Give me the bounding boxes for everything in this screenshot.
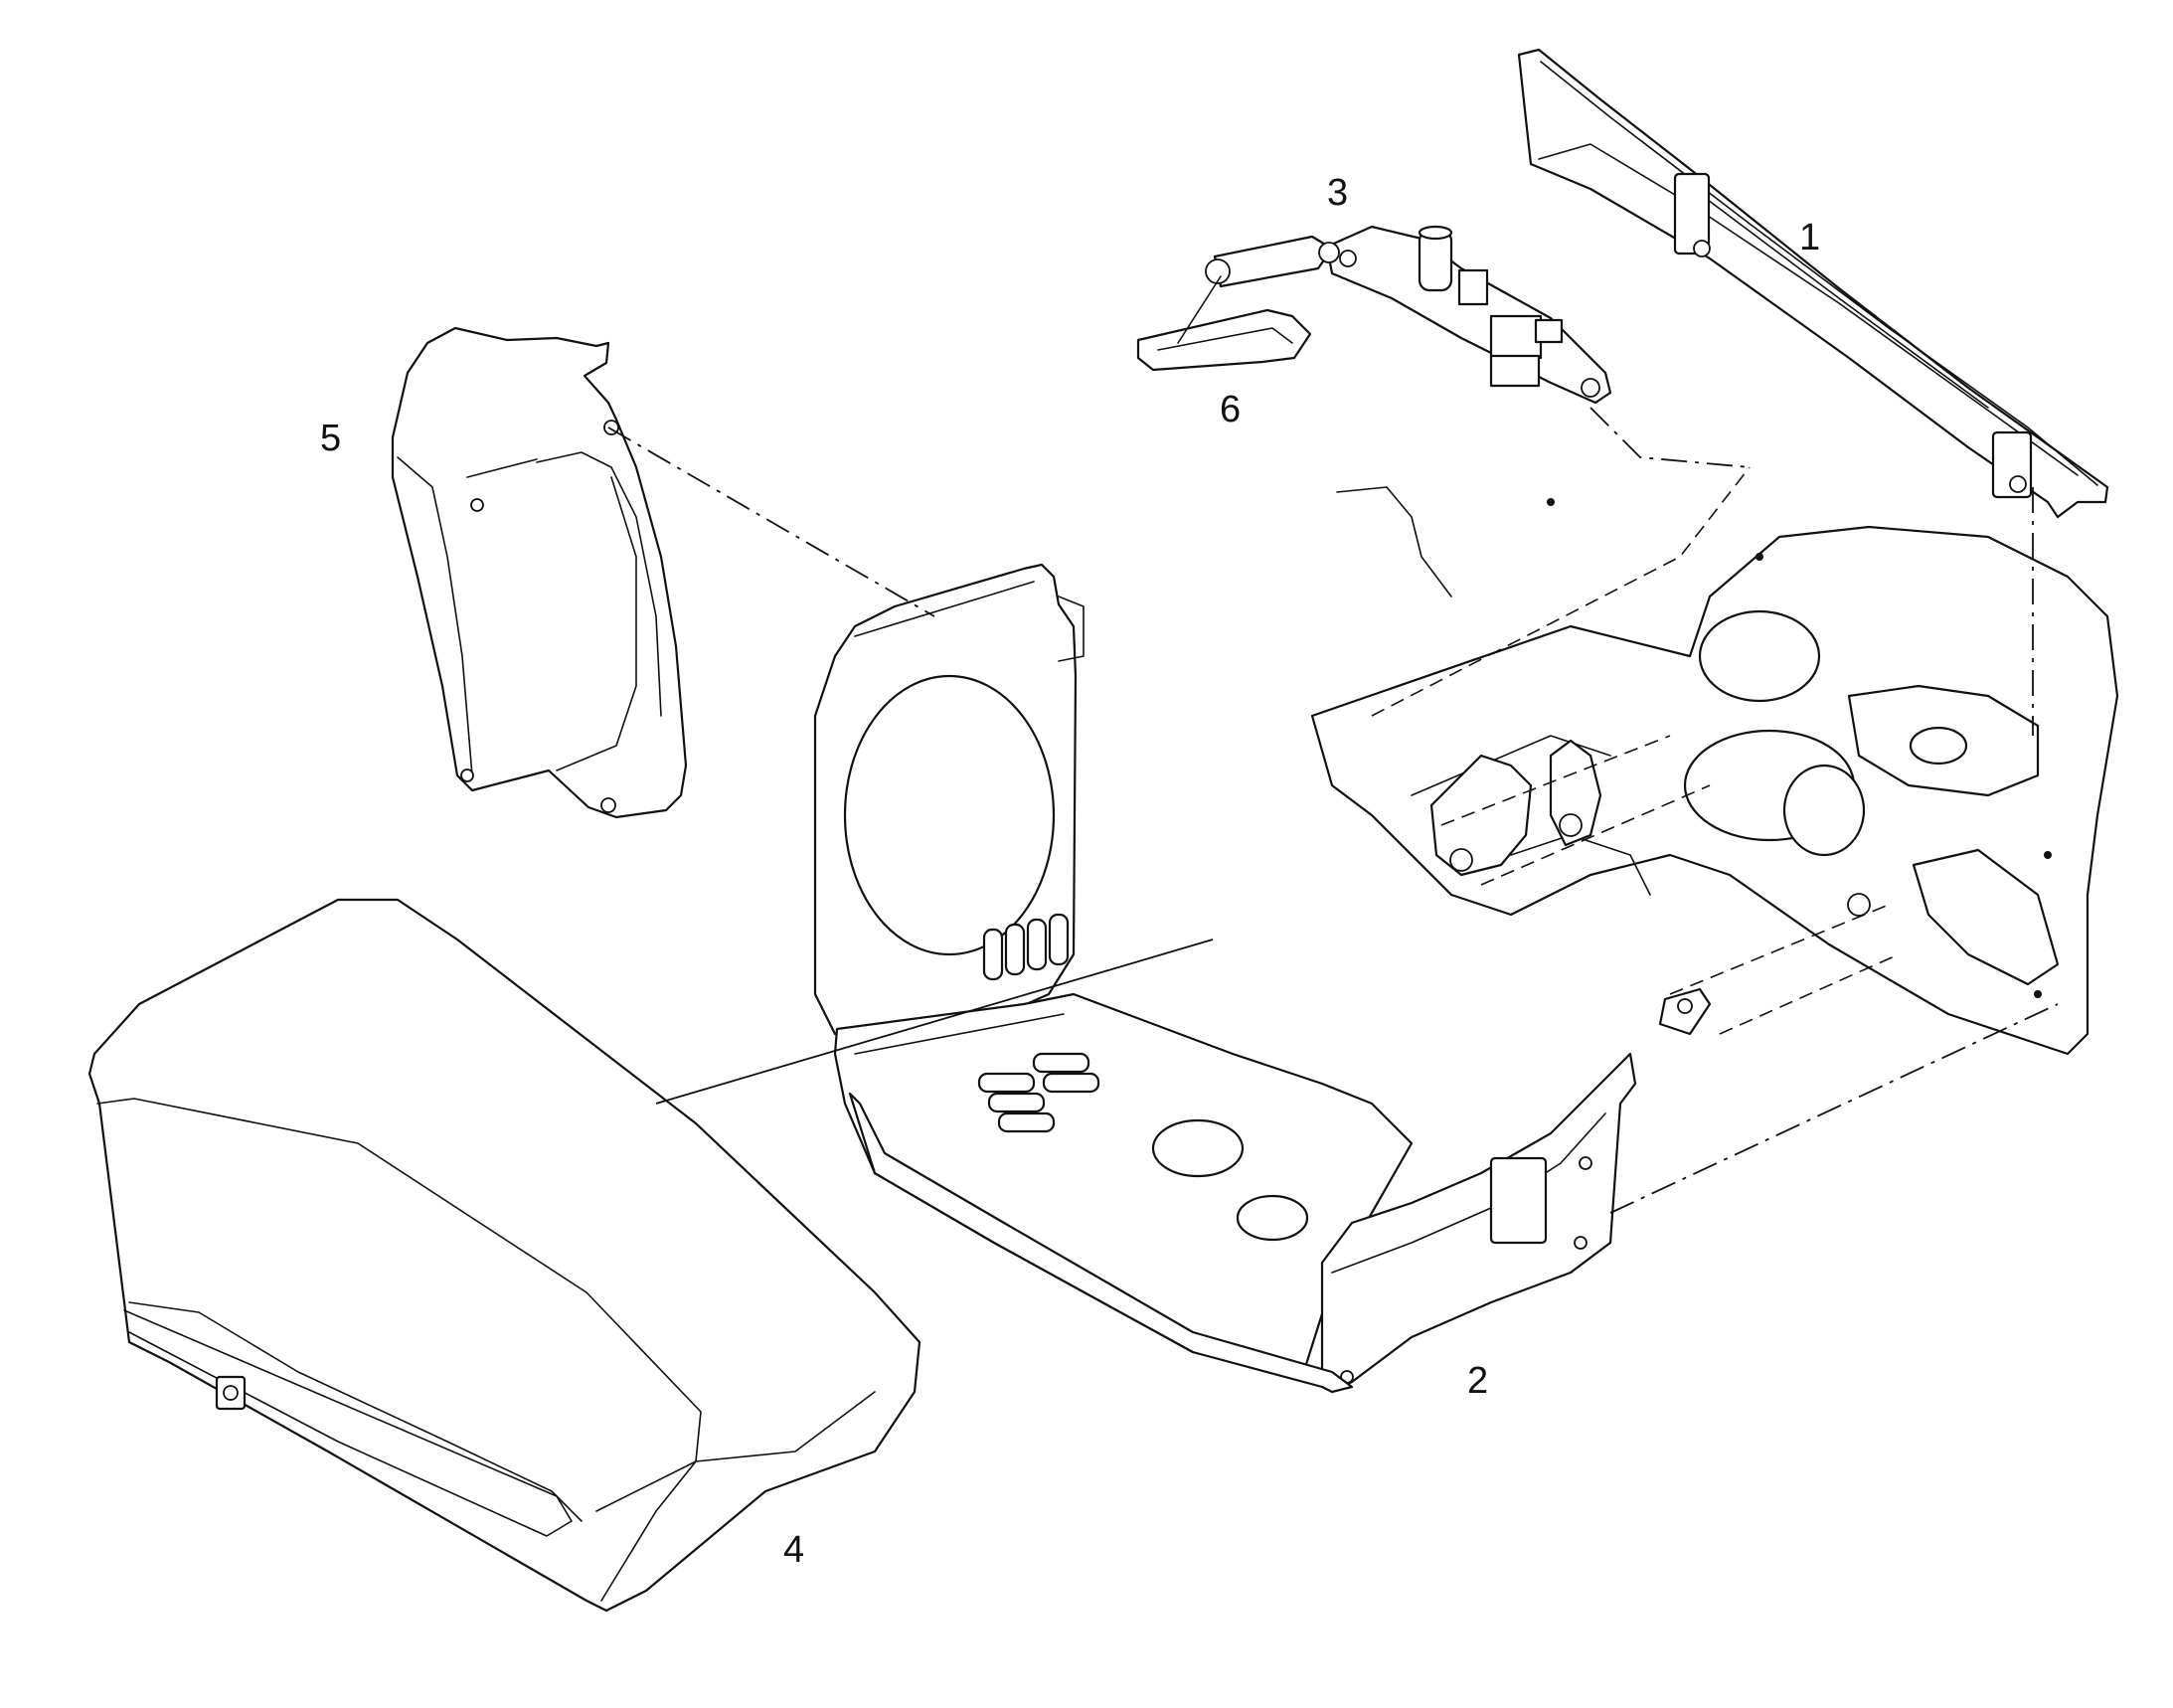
callout-label-3: 3 xyxy=(1327,172,1349,214)
part-5-side-cover xyxy=(391,326,688,819)
part-1-top-rail xyxy=(1517,48,2109,519)
part-3-control-bracket xyxy=(1205,225,1612,405)
assembly-lines xyxy=(607,407,2059,1214)
frame-assembly xyxy=(1310,486,2119,1056)
callout-label-1: 1 xyxy=(1799,217,1821,258)
part-2-console-chassis xyxy=(813,563,1637,1394)
callout-label-2: 2 xyxy=(1467,1360,1489,1402)
callout-label-4: 4 xyxy=(783,1529,805,1571)
callout-label-6: 6 xyxy=(1220,389,1242,430)
part-6-hinge-arm xyxy=(1136,275,1312,372)
callout-label-5: 5 xyxy=(320,418,342,459)
part-4-hood xyxy=(87,898,921,1613)
